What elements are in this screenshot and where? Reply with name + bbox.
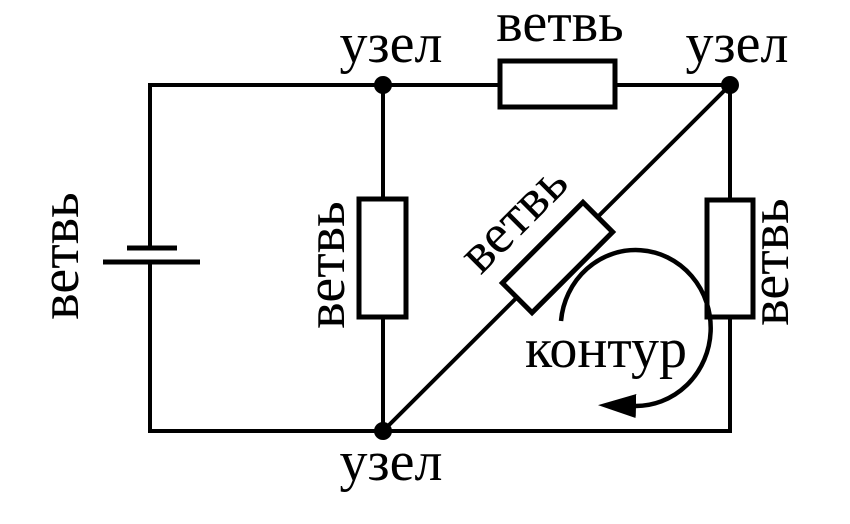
resistor-right [704,197,756,320]
resistor-diagonal [498,198,617,317]
label-branch-left: ветвь [29,192,91,320]
resistors [356,58,756,320]
node-dot-top-left [374,76,392,94]
label-branch-middle: ветвь [295,201,357,329]
node-dot-top-right [721,76,739,94]
label-node-bottom: узел [339,431,443,493]
resistor-top [497,58,618,110]
label-branch-right: ветвь [739,198,801,326]
label-node-top-right: узел [685,13,789,75]
label-branch-top: ветвь [496,0,624,54]
loop-arrow-icon [558,247,713,419]
label-node-top-left: узел [339,13,443,75]
resistor-middle [356,196,409,320]
label-loop: контур [524,318,688,380]
node-dots [374,76,739,440]
node-dot-bottom [374,422,392,440]
battery-icon [103,245,200,265]
